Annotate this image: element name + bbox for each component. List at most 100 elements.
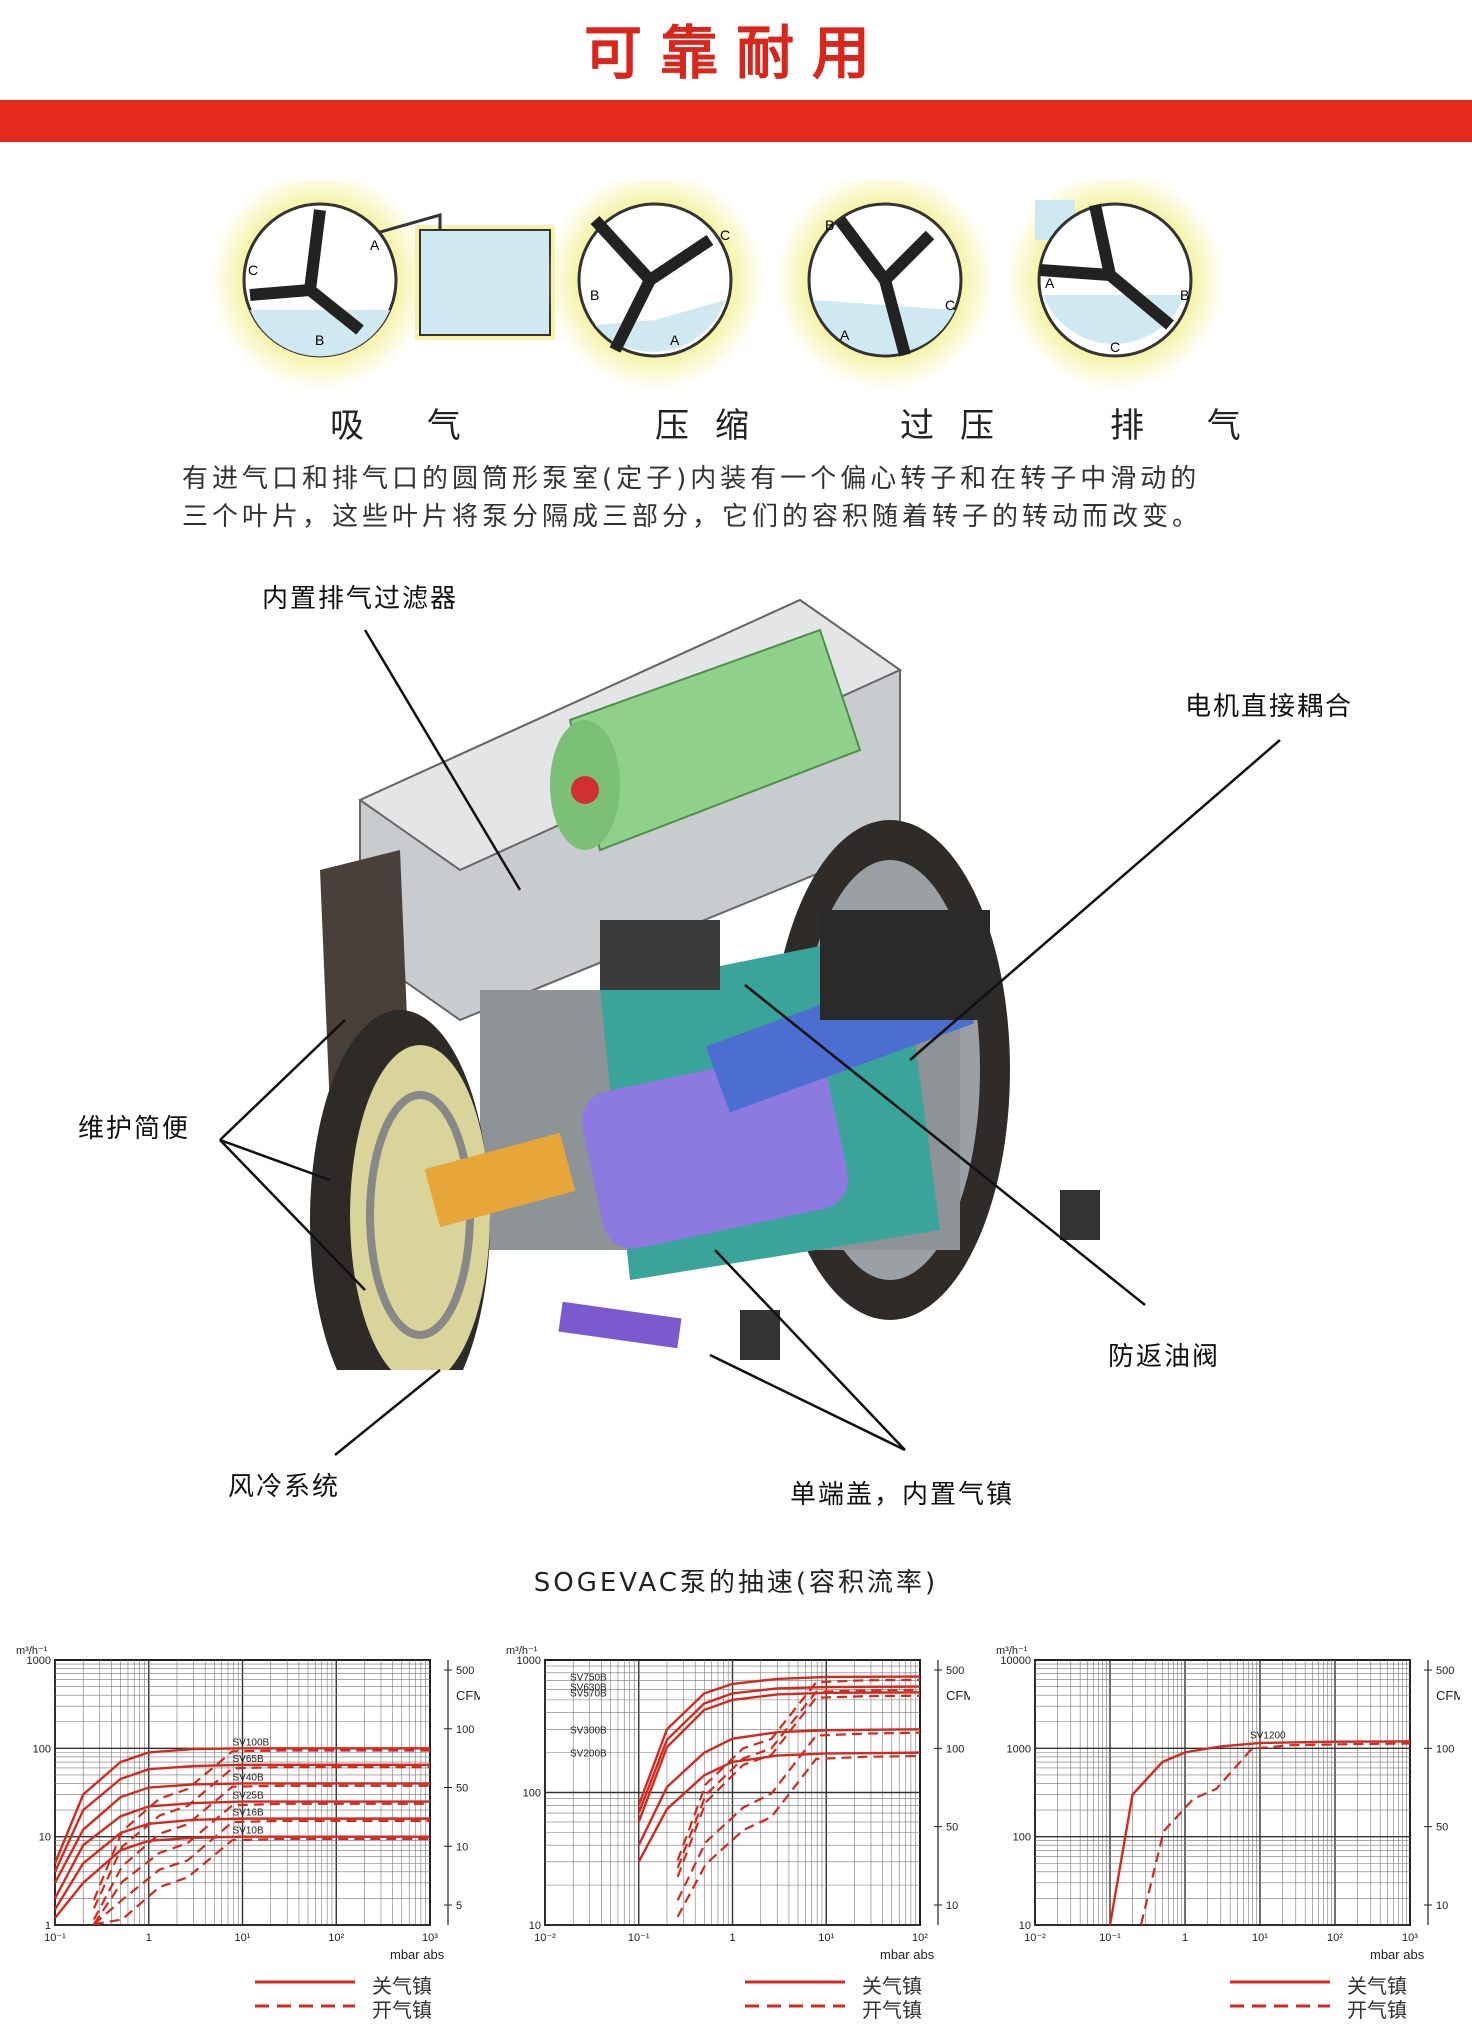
cfm-tick-label: 500: [1436, 1665, 1454, 1677]
cycle-diagrams: C A B B C A B C A A B C: [210, 180, 1225, 390]
x-tick-label: 10⁻¹: [1099, 1932, 1121, 1944]
svg-text:B: B: [1180, 287, 1189, 303]
callout-exhaust-filter: 内置排气过滤器: [262, 584, 459, 614]
page-title: 可靠耐用: [583, 19, 888, 87]
x-tick-label: 1: [729, 1932, 735, 1944]
x-tick-label: 10⁻¹: [44, 1932, 66, 1944]
series-line-closed: [1108, 1740, 1411, 1926]
series-label: SV630B: [570, 1683, 607, 1694]
svg-text:C: C: [1110, 339, 1120, 355]
callout-air-cooling: 风冷系统: [228, 1472, 341, 1502]
series-line-closed: [637, 1728, 921, 1846]
svg-text:C: C: [248, 262, 258, 278]
x-axis-label: mbar abs: [880, 1947, 935, 1960]
x-tick-label: 10³: [422, 1932, 438, 1944]
cfm-tick-label: 10: [946, 1900, 958, 1912]
svg-text:C: C: [720, 227, 730, 243]
stage-label-compression: 压缩: [655, 406, 775, 446]
cfm-tick-label: 100: [946, 1743, 964, 1755]
x-tick-label: 10²: [328, 1932, 344, 1944]
svg-text:C: C: [945, 297, 955, 313]
y-tick-label: 1: [45, 1920, 51, 1932]
x-tick-label: 10⁻²: [1024, 1932, 1046, 1944]
series-line-open: [676, 1731, 921, 1901]
legend-closed-label: 关气镇: [862, 1974, 922, 1998]
series-line-closed: [53, 1763, 430, 1873]
y-axis-label: m³/h⁻¹: [506, 1645, 538, 1657]
header-band: [0, 100, 1472, 142]
svg-text:A: A: [670, 332, 680, 348]
legend-chart-small: 关气镇 开气镇: [250, 1968, 470, 2028]
cfm-axis-label: CFM: [946, 1688, 970, 1703]
cfm-tick-label: 50: [946, 1822, 958, 1834]
series-line-open: [93, 1819, 430, 1926]
y-tick-label: 10000: [1000, 1655, 1031, 1667]
callout-end-cover-gas-ballast: 单端盖，内置气镇: [790, 1480, 1015, 1510]
y-axis-label: m³/h⁻¹: [996, 1645, 1028, 1657]
series-line-closed: [637, 1685, 921, 1814]
y-tick-label: 100: [33, 1743, 51, 1755]
series-line-open: [676, 1678, 921, 1861]
series-line-open: [92, 1802, 430, 1925]
stage-label-intake: 吸 气: [330, 406, 487, 446]
pump-illustration: [310, 598, 1100, 1370]
description-line-2: 三个叶片，这些叶片将泵分隔成三部分，它们的容积随着转子的转动而改变。: [182, 502, 1203, 532]
x-tick-label: 10⁻²: [534, 1932, 556, 1944]
series-line-open: [676, 1694, 921, 1878]
cfm-tick-label: 50: [1436, 1822, 1448, 1834]
svg-text:A: A: [1045, 275, 1055, 291]
legend-open-label: 开气镇: [1347, 1998, 1407, 2022]
legend-closed-label: 关气镇: [1347, 1974, 1407, 1998]
callout-anti-suckback-valve: 防返油阀: [1108, 1342, 1221, 1372]
series-line-open: [92, 1784, 430, 1921]
series-label: SV25B: [233, 1791, 264, 1802]
svg-text:A: A: [840, 327, 850, 343]
x-tick-label: 1: [146, 1932, 152, 1944]
series-line-open: [676, 1754, 921, 1918]
cfm-tick-label: 100: [456, 1724, 474, 1736]
series-line-open: [676, 1688, 921, 1869]
y-tick-label: 1000: [1007, 1743, 1031, 1755]
cfm-tick-label: 100: [1436, 1743, 1454, 1755]
series-line-closed: [53, 1747, 430, 1864]
cfm-tick-label: 10: [456, 1841, 468, 1853]
series-line-closed: [637, 1691, 921, 1823]
svg-text:B: B: [315, 332, 324, 348]
series-label: SV570B: [570, 1688, 607, 1699]
y-tick-label: 1000: [517, 1655, 541, 1667]
charts-heading: SOGEVAC泵的抽速(容积流率): [533, 1568, 939, 1598]
series-line-closed: [53, 1817, 430, 1911]
cfm-tick-label: 500: [456, 1665, 474, 1677]
x-tick-label: 1: [1182, 1932, 1188, 1944]
y-tick-label: 10: [1019, 1920, 1031, 1932]
svg-text:B: B: [825, 217, 834, 233]
series-label: SV750B: [570, 1673, 607, 1684]
stage-intake-diagram: C A B: [210, 180, 555, 390]
series-line-closed: [637, 1751, 921, 1863]
series-line-closed: [54, 1835, 430, 1919]
y-tick-label: 100: [523, 1788, 541, 1800]
svg-text:A: A: [370, 237, 380, 253]
series-line-closed: [637, 1675, 921, 1806]
legend-chart-medium: 关气镇 开气镇: [740, 1968, 960, 2028]
x-tick-label: 10³: [1402, 1932, 1418, 1944]
series-label: SV16B: [233, 1808, 264, 1819]
y-tick-label: 10: [39, 1832, 51, 1844]
stage-exhaust-diagram: A B C: [1005, 180, 1225, 390]
x-axis-label: mbar abs: [1370, 1947, 1425, 1960]
series-label: SV1200: [1250, 1730, 1286, 1741]
cfm-axis-label: CFM: [1436, 1688, 1460, 1703]
series-line-open: [92, 1749, 430, 1901]
series-label: SV65B: [233, 1754, 264, 1765]
series-line-open: [1140, 1742, 1411, 1925]
series-line-closed: [53, 1800, 430, 1899]
x-tick-label: 10¹: [235, 1932, 251, 1944]
x-tick-label: 10¹: [1252, 1932, 1268, 1944]
x-tick-label: 10²: [912, 1932, 928, 1944]
plot-frame: [1034, 1659, 1411, 1926]
stage-label-overpressure: 过压: [900, 406, 1020, 446]
legend-chart-large: 关气镇 开气镇: [1225, 1968, 1445, 2028]
